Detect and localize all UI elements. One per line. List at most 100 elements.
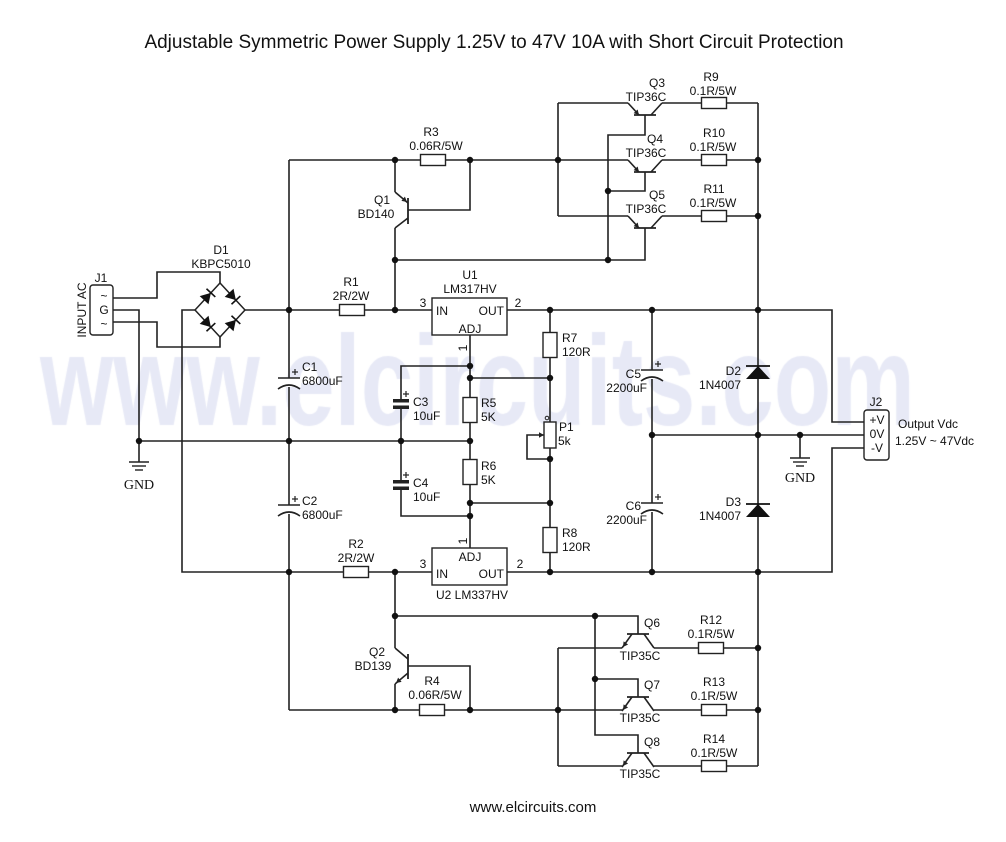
transistor-q7-collector <box>643 696 655 712</box>
transistor-q1-collector <box>394 217 409 229</box>
gnd-label-right: GND <box>785 471 815 486</box>
junction-node <box>466 374 474 382</box>
resistor-r13 <box>700 703 728 717</box>
junction-node <box>466 437 474 445</box>
bridge-diode <box>199 315 211 328</box>
resistor-r4 <box>418 703 446 717</box>
r4-value: 0.06R/5W <box>408 688 462 702</box>
junction-node <box>391 612 399 620</box>
wire <box>113 309 140 462</box>
d1-ref: D1 <box>213 243 229 257</box>
u1-pin-adj-number: 1 <box>456 344 470 351</box>
q3-value: TIP36C <box>626 90 667 104</box>
transistor-q2-arrow <box>396 677 402 683</box>
j1-pin-ac1: ~ <box>100 289 107 303</box>
junction-node <box>546 374 554 382</box>
resistor-r9 <box>700 96 728 110</box>
transistor-q8-collector <box>643 752 655 768</box>
resistor-r11 <box>700 209 728 223</box>
j1-ref: J1 <box>95 271 108 285</box>
p1-ref: P1 <box>559 420 574 434</box>
r13-value: 0.1R/5W <box>691 689 738 703</box>
junction-node <box>397 437 405 445</box>
resistor-r3 <box>419 153 447 167</box>
r9-value: 0.1R/5W <box>690 84 737 98</box>
junction-node <box>466 499 474 507</box>
p1-value: 5k <box>558 434 572 448</box>
u1-out-label: OUT <box>479 304 505 318</box>
junction-node <box>466 156 474 164</box>
d1-value: KBPC5010 <box>191 257 251 271</box>
junction-node <box>648 431 656 439</box>
transistor-q3-arrow <box>633 109 639 115</box>
q6-ref: Q6 <box>644 616 660 630</box>
junction-node <box>648 306 656 314</box>
transistor-q7-arrow <box>623 704 629 710</box>
bridge-rectifier-d1 <box>193 281 247 339</box>
junction-node <box>648 568 656 576</box>
junction-node <box>591 675 599 683</box>
capacitor-c1-plate <box>277 384 301 390</box>
u2-in-label: IN <box>436 567 448 581</box>
q1-value: BD140 <box>358 207 395 221</box>
bridge-diode-bar <box>230 315 241 325</box>
c1-value: 6800uF <box>302 374 343 388</box>
resistor-r7 <box>542 331 558 359</box>
potentiometer-p1 <box>543 421 557 449</box>
j2-pin-plus: +V <box>869 413 884 427</box>
regulator-u2 <box>431 547 508 586</box>
r4-ref: R4 <box>424 674 440 688</box>
u1-value: LM317HV <box>443 282 496 296</box>
r11-ref: R11 <box>703 182 724 196</box>
junction-node <box>754 306 762 314</box>
resistor-r12 <box>697 641 725 655</box>
wires <box>113 102 864 767</box>
q1-ref: Q1 <box>374 193 390 207</box>
u2-pin-in-number: 3 <box>420 557 427 571</box>
diode-d3 <box>746 504 770 517</box>
capacitor-gap <box>640 503 664 512</box>
capacitor-c3-plate <box>393 405 409 409</box>
resistor-r6 <box>462 458 478 486</box>
c4-value: 10uF <box>413 490 440 504</box>
wire <box>181 309 432 573</box>
wire <box>608 172 646 192</box>
bridge-diode <box>224 288 236 301</box>
junction-node <box>466 706 474 714</box>
junction-node <box>466 512 474 520</box>
junction-node <box>554 156 562 164</box>
u1-ref: U1 <box>462 268 478 282</box>
c3-value: 10uF <box>413 409 440 423</box>
junction-node <box>554 706 562 714</box>
u2-pin-out-number: 2 <box>517 557 524 571</box>
u1-pin-out-number: 2 <box>515 296 522 310</box>
j2-ref: J2 <box>870 395 883 409</box>
c3-ref: C3 <box>413 395 429 409</box>
c2-ref: C2 <box>302 494 318 508</box>
r3-value: 0.06R/5W <box>409 139 463 153</box>
wire <box>408 160 471 211</box>
junction-node <box>754 706 762 714</box>
u1-in-label: IN <box>436 304 448 318</box>
junction-node <box>285 437 293 445</box>
c1-ref: C1 <box>302 360 318 374</box>
transistor-q6-arrow <box>623 641 629 647</box>
d2-value: 1N4007 <box>699 378 741 392</box>
r8-ref: R8 <box>562 526 578 540</box>
junction-node <box>754 568 762 576</box>
transistor-q4-arrow <box>633 166 639 172</box>
u2-out-label: OUT <box>479 567 505 581</box>
transistor-q4-collector <box>650 159 663 173</box>
u1-pin-in-number: 3 <box>420 296 427 310</box>
regulator-u1 <box>431 297 508 336</box>
diagram-title: Adjustable Symmetric Power Supply 1.25V … <box>144 32 843 53</box>
q2-ref: Q2 <box>369 645 385 659</box>
capacitor-c4-plate <box>393 486 409 490</box>
u2-pin-adj-number: 1 <box>456 537 470 544</box>
u1-adj-label: ADJ <box>459 322 482 336</box>
transistor-q2-collector <box>394 647 409 660</box>
capacitor-gap <box>640 370 664 379</box>
wire <box>526 434 550 460</box>
diode-d2 <box>746 366 770 379</box>
